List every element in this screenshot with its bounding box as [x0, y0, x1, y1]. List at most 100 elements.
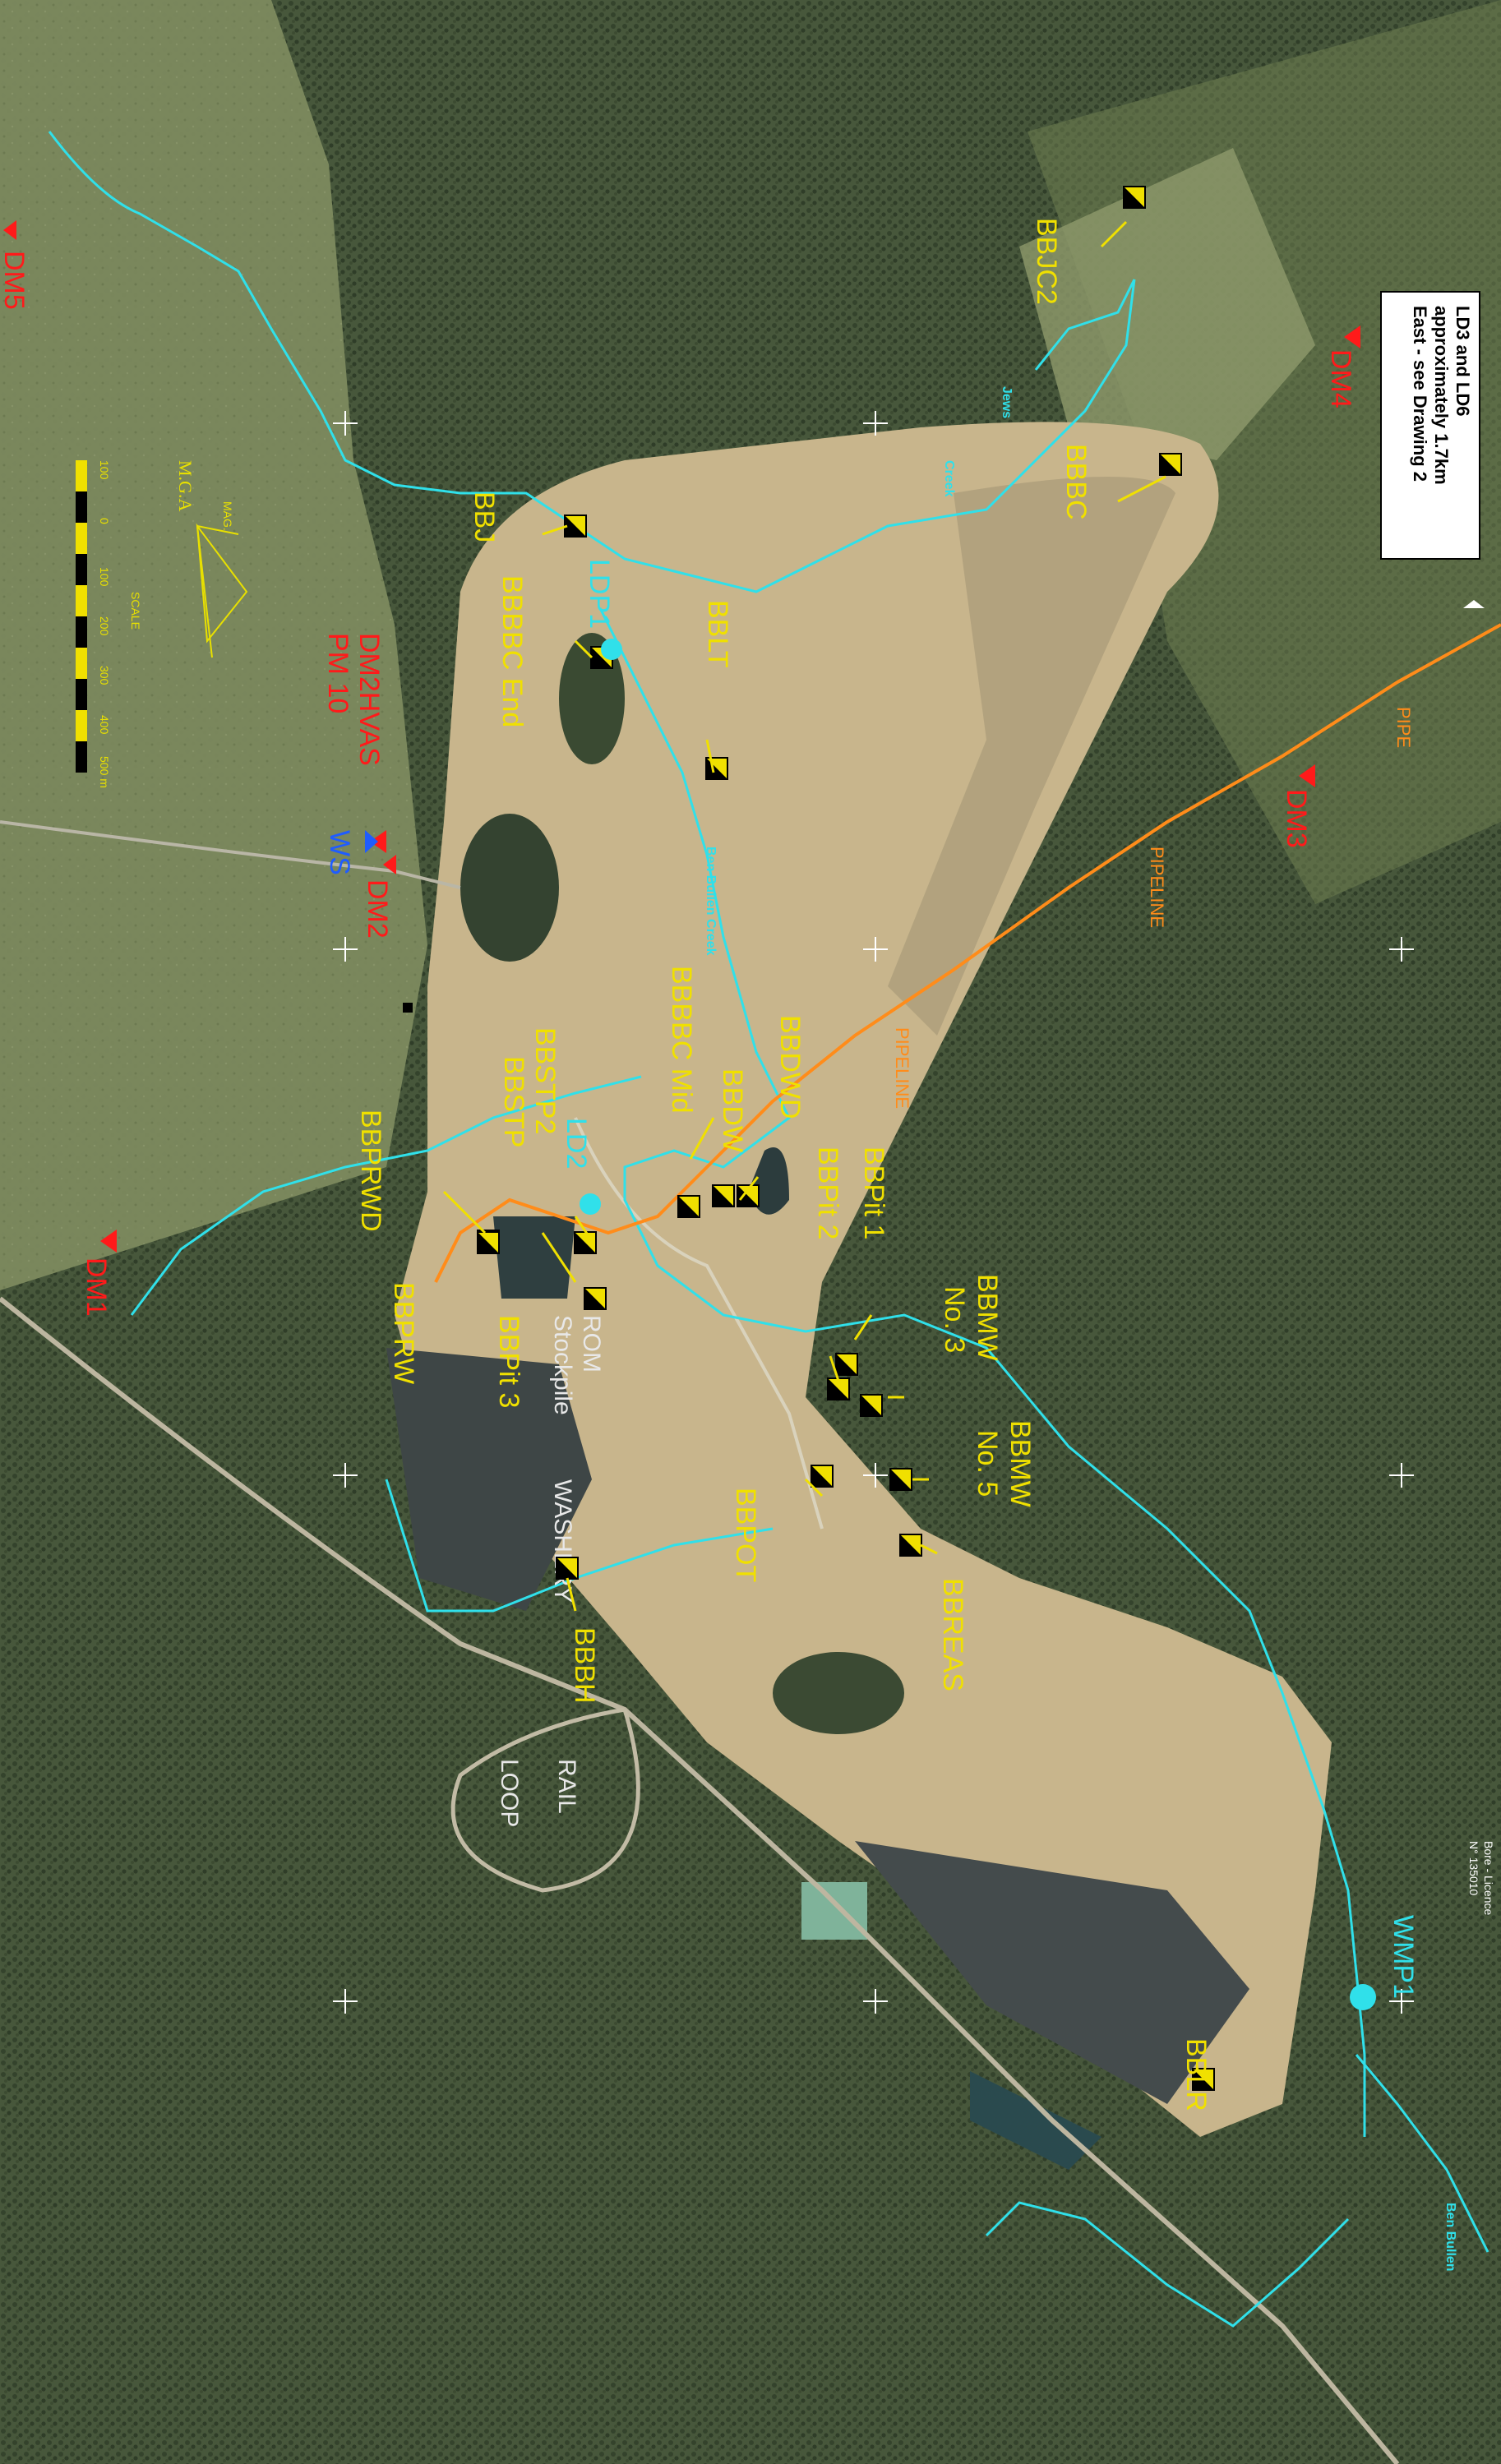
label-BBREAS: BBREAS: [937, 1578, 968, 1691]
sample-point-BBPOT[interactable]: [811, 1465, 834, 1488]
sample-point-BBPit-1[interactable]: [835, 1353, 858, 1376]
sample-point-BBMW-No-3[interactable]: [860, 1394, 883, 1417]
sample-point-BBBC[interactable]: [1159, 453, 1182, 476]
label-DM5: DM5: [0, 251, 30, 310]
label-BBJ: BBJ: [469, 491, 500, 542]
discharge-WMP1-icon: [1350, 1984, 1376, 2010]
tailings-dam: [386, 1348, 592, 1611]
pit-water: [970, 2071, 1102, 2170]
dust-monitors: DM5 DM4 DM3 DM1 DM2HVAS PM 10 WS DM2: [0, 220, 1360, 1317]
weather-station-icon: [365, 830, 378, 853]
mag-label: MAG.: [221, 501, 234, 531]
sample-point-BBBBC-Mid[interactable]: [677, 1195, 700, 1218]
creek-east-branch: [1355, 2054, 1489, 2253]
note-arrow: [1463, 600, 1485, 608]
sample-point-BBPit-3[interactable]: [584, 1287, 607, 1310]
pond-light: [801, 1882, 867, 1940]
rail-loop: [450, 1707, 640, 1893]
scale-tick: 200: [98, 616, 111, 636]
loop-label: LOOP: [496, 1759, 523, 1827]
label-PM10: PM 10: [322, 633, 353, 713]
sample-point-BBLR[interactable]: [1192, 2068, 1215, 2091]
label-DM2HVAS: DM2HVAS: [353, 633, 385, 766]
sample-point-BBSTP2[interactable]: [574, 1231, 597, 1254]
monitor-DM5-icon: [3, 220, 16, 240]
discharge-LDP1-icon: [601, 639, 622, 660]
main-road: [0, 820, 461, 889]
sample-markers: [477, 186, 1215, 2091]
sample-point-BBMW-No-5[interactable]: [889, 1468, 912, 1491]
label-BBLR: BBLR: [1180, 2038, 1212, 2111]
building-marker: [403, 1003, 413, 1013]
label-No3: No. 3: [939, 1286, 970, 1353]
label-WMP1: WMP1: [1388, 1915, 1419, 1999]
note-line-1: LD3 and LD6: [1453, 306, 1473, 416]
label-BBBBC-Mid: BBBBC Mid: [666, 966, 697, 1114]
creek-label-ben-bullen: Ben Bullen Creek: [704, 847, 718, 956]
creek-southeast: [985, 2201, 1350, 2328]
label-BBDW: BBDW: [717, 1068, 748, 1152]
pipeline: [434, 623, 1501, 1283]
sample-point-BBJC2[interactable]: [1123, 186, 1146, 209]
label-DM1: DM1: [81, 1257, 112, 1317]
note-box: LD3 and LD6 approximately 1.7km East - s…: [1380, 291, 1480, 560]
label-BBSTP: BBSTP: [498, 1056, 529, 1147]
label-BBBC: BBBC: [1060, 444, 1092, 520]
label-BBMW5: BBMW: [1005, 1420, 1036, 1507]
sample-point-BBBH[interactable]: [556, 1557, 579, 1580]
pipeline-label: PIPE: [1393, 707, 1414, 748]
tree-patch: [773, 1652, 904, 1734]
sample-leaders: [442, 220, 1166, 1612]
label-BBSTP2: BBSTP2: [529, 1027, 561, 1134]
label-BBMW3: BBMW: [972, 1274, 1003, 1361]
note-line-3: East - see Drawing 2: [1410, 306, 1430, 482]
sample-point-BBPRW[interactable]: [477, 1231, 500, 1254]
label-BBBH: BBBH: [569, 1627, 600, 1704]
pipeline-label: PIPELINE: [1147, 847, 1167, 928]
discharge-points: LDP1 LD2 WMP1: [561, 559, 1419, 2010]
pasture-area-valley: [1019, 148, 1315, 460]
label-BBPRW: BBPRW: [388, 1282, 419, 1384]
label-DM2: DM2: [362, 879, 393, 939]
sample-labels: BBJC2 BBBC BBJ BBBBC End BBLT BBBBC Mid …: [355, 218, 1212, 2111]
sample-point-BBJ[interactable]: [564, 514, 587, 538]
scale-tick: 100: [98, 567, 111, 587]
scale-bar: 100 0 100 200 300 400 500 m SCALE: [76, 460, 142, 788]
pasture-area-west: [0, 0, 427, 1290]
label-BBDWD: BBDWD: [774, 1015, 806, 1119]
discharge-LD2-icon: [580, 1193, 601, 1215]
north-arrow: M.G.A MAG.: [175, 460, 248, 658]
sample-point-BBDW[interactable]: [712, 1184, 735, 1207]
label-LD2: LD2: [561, 1118, 592, 1169]
mine-area: [395, 422, 1332, 2138]
scale-label: SCALE: [129, 592, 142, 630]
ben-bullen-creek: [598, 607, 1366, 2137]
creek-label-ben-bullen-south: Ben Bullen: [1443, 2203, 1457, 2272]
monitor-DM4-icon: [1344, 325, 1360, 348]
label-BBPit1: BBPit 1: [858, 1147, 889, 1239]
sample-point-BBREAS[interactable]: [899, 1534, 922, 1557]
licence-line-1: Bore - Licence: [1482, 1841, 1495, 1915]
label-BBPit3: BBPit 3: [493, 1315, 524, 1408]
monitor-DM2-icon: [383, 855, 396, 874]
label-BBBBC-End: BBBBC End: [496, 575, 528, 727]
sample-point-BBLT[interactable]: [705, 757, 728, 780]
monitor-DM1-icon: [100, 1230, 117, 1253]
sample-point-BBPit-2[interactable]: [827, 1377, 850, 1400]
creek-label-creek: Creek: [942, 460, 956, 497]
rail-label: RAIL: [553, 1759, 580, 1814]
creek-west: [130, 1075, 642, 1316]
creek-label-jews: Jews: [1000, 386, 1014, 418]
rom-label: ROM: [578, 1315, 605, 1373]
scale-tick: 400: [98, 715, 111, 735]
scale-tick: 300: [98, 666, 111, 685]
label-WS: WS: [324, 830, 355, 875]
monitor-DM3-icon: [1299, 764, 1315, 787]
label-BBLT: BBLT: [702, 600, 733, 668]
rail-line: [0, 1296, 1400, 2464]
label-No5: No. 5: [972, 1430, 1003, 1497]
mga-label: M.G.A: [175, 460, 196, 511]
mine-area-dark: [888, 477, 1175, 1036]
scale-tick: 500 m: [98, 756, 111, 788]
